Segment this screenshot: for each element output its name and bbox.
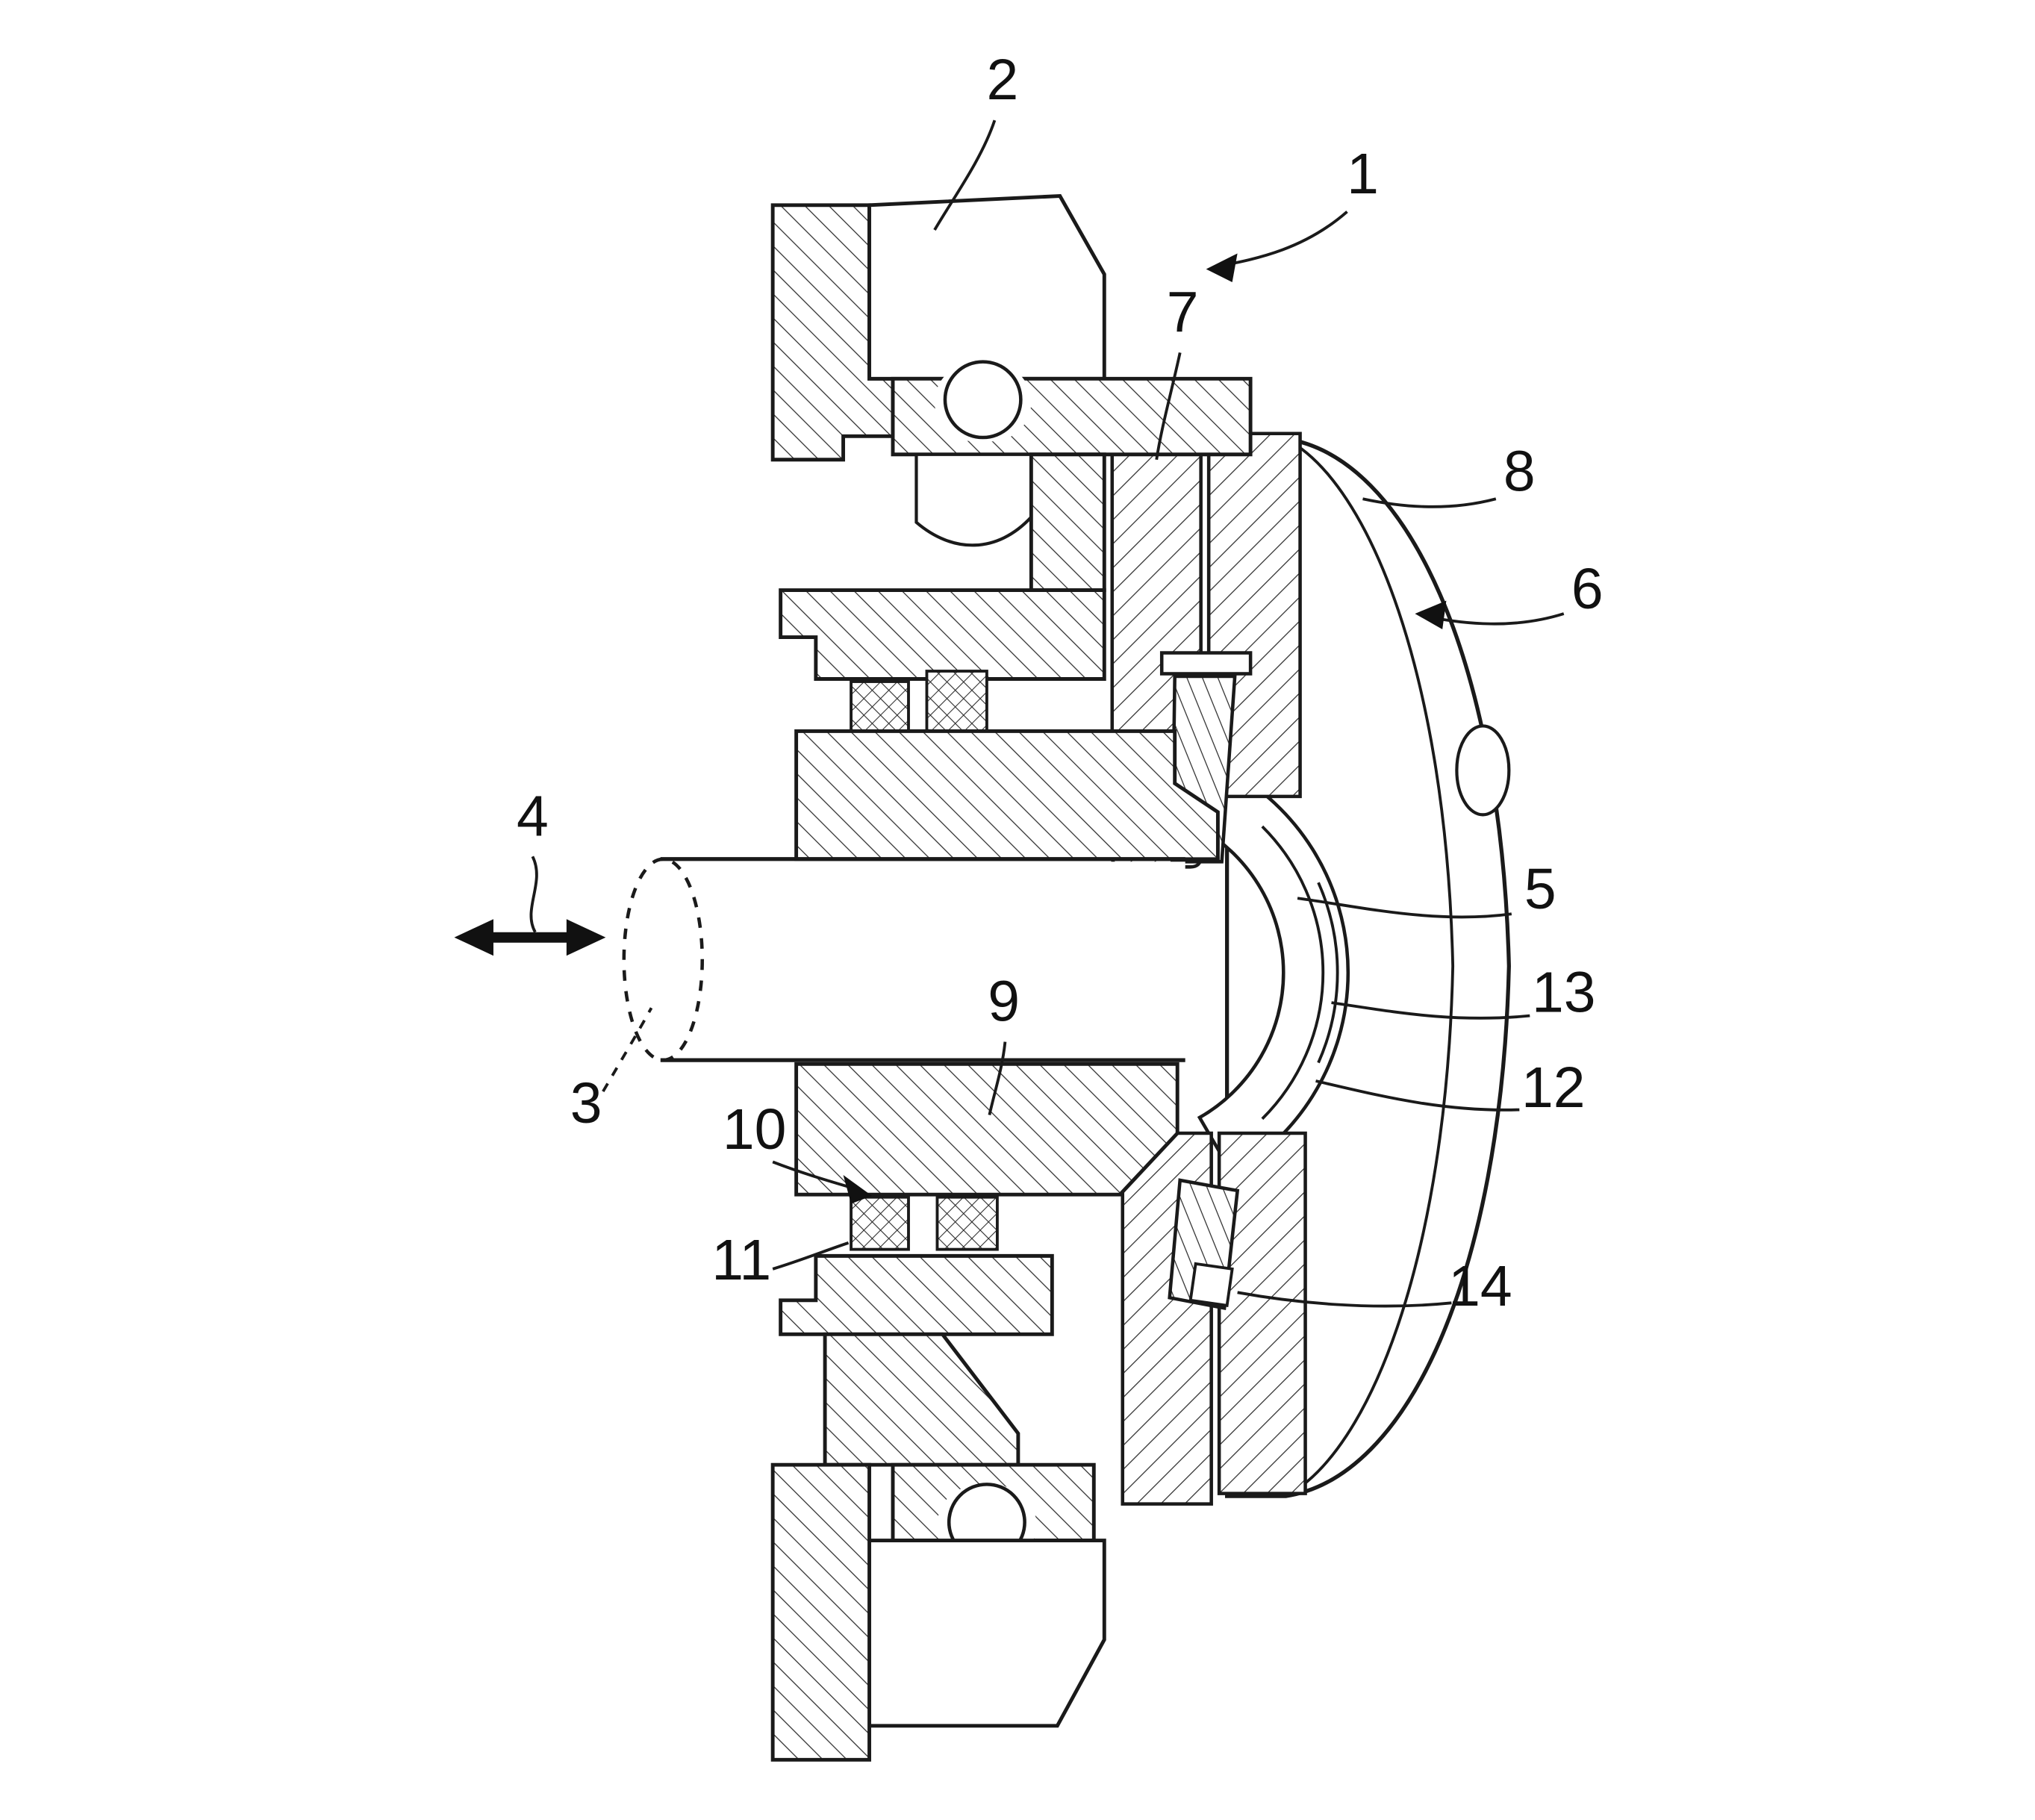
leader-11 [772,1241,850,1271]
lower-seal-b [935,1195,999,1251]
lower-web-horizontal [779,1253,1054,1336]
axial-motion-arrow [454,919,606,956]
leader-4 [529,856,538,933]
reference-numerals: 1 2 3 4 5 6 7 8 9 10 11 12 13 14 [517,48,1604,1318]
ref-label-2: 2 [987,48,1019,112]
leader-12 [1315,1079,1520,1112]
ref-label-9: 9 [988,970,1020,1034]
lower-hub-block [867,1539,1106,1728]
leader-9 [988,1041,1007,1115]
upper-hub-body [794,729,1220,861]
ref-label-12: 12 [1521,1056,1586,1120]
leader-7 [1155,352,1182,461]
lower-hub-body-9 [794,1062,1179,1197]
shaft-body [660,861,1185,1058]
leader-14 [1237,1291,1452,1308]
arrow-head-left [454,919,493,956]
leader-13 [1331,1001,1530,1020]
lower-housing [770,1062,1179,1762]
cover-disc-inner-contour [1285,437,1455,1498]
ref-label-13: 13 [1532,960,1596,1024]
upper-web-horizontal [779,588,1106,681]
ref-label-5: 5 [1524,857,1556,921]
upper-housing [770,194,1253,861]
lower-pin-notch [1188,1262,1234,1307]
input-shaft [622,857,1185,1062]
lower-seal-a [850,1195,910,1251]
ref-label-8: 8 [1503,440,1536,504]
lower-web-diagonal [823,1332,1020,1467]
leader-6-arrowhead [1415,600,1447,630]
upper-pocket-cavity [914,452,1033,547]
leader-lines [529,119,1565,1308]
lower-plate-right [1217,1131,1307,1495]
lower-plates [1121,1131,1307,1506]
upper-seal-a [850,680,910,733]
ref-label-3: 3 [570,1071,602,1135]
leader-2 [933,119,997,231]
ref-label-4: 4 [517,784,549,848]
shaft-end-dashed [622,857,704,1062]
arrow-head-right [566,919,606,956]
ref-label-7: 7 [1167,280,1199,344]
leader-1-arrowhead [1206,253,1238,282]
ref-label-11: 11 [711,1228,771,1292]
bearing-race-line-13 [1261,825,1325,1121]
ref-label-10: 10 [723,1097,787,1162]
upper-hub-block-2 [867,194,1106,381]
ref-label-14: 14 [1448,1254,1512,1318]
leader-3 [602,1007,653,1093]
leader-5 [1297,897,1512,919]
leader-10-arrowhead [843,1174,873,1204]
upper-bearing-ball [943,360,1023,440]
leader-8 [1362,497,1497,508]
ref-label-6: 6 [1571,557,1604,621]
upper-web-vertical [1029,452,1106,593]
bearing-race-line-12 [1317,882,1339,1064]
ref-label-1: 1 [1347,142,1379,206]
lower-housing-column [770,1462,871,1762]
cover-boss-detail [1455,724,1511,817]
upper-bolt-head [1159,651,1253,676]
upper-seal-b [925,670,988,733]
